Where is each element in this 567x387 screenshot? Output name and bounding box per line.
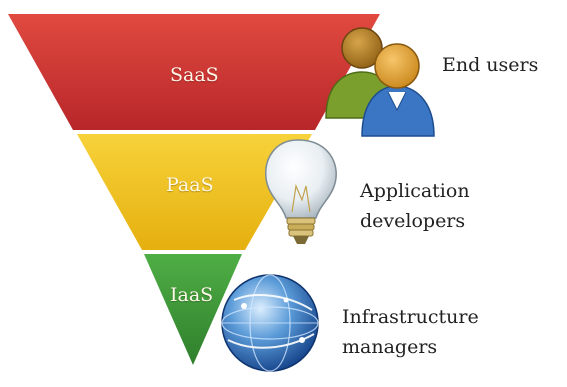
lightbulb-icon <box>265 139 337 244</box>
tier-saas <box>8 14 380 130</box>
tier-iaas <box>144 254 242 365</box>
tier-label-saas: SaaS <box>170 64 219 86</box>
tier-paas <box>77 134 312 250</box>
tier-label-paas: PaaS <box>166 174 214 196</box>
role-label-application-developers: Application developers <box>360 176 470 236</box>
role-line: developers <box>360 210 466 232</box>
role-line: Application <box>360 180 470 202</box>
globe-icon <box>221 274 319 372</box>
users-icon <box>325 27 435 137</box>
role-line: managers <box>342 336 438 358</box>
role-line: Infrastructure <box>342 306 479 328</box>
role-label-infrastructure-managers: Infrastructure managers <box>342 302 479 362</box>
tier-label-iaas: IaaS <box>170 284 214 306</box>
role-label-end-users: End users <box>442 54 539 76</box>
